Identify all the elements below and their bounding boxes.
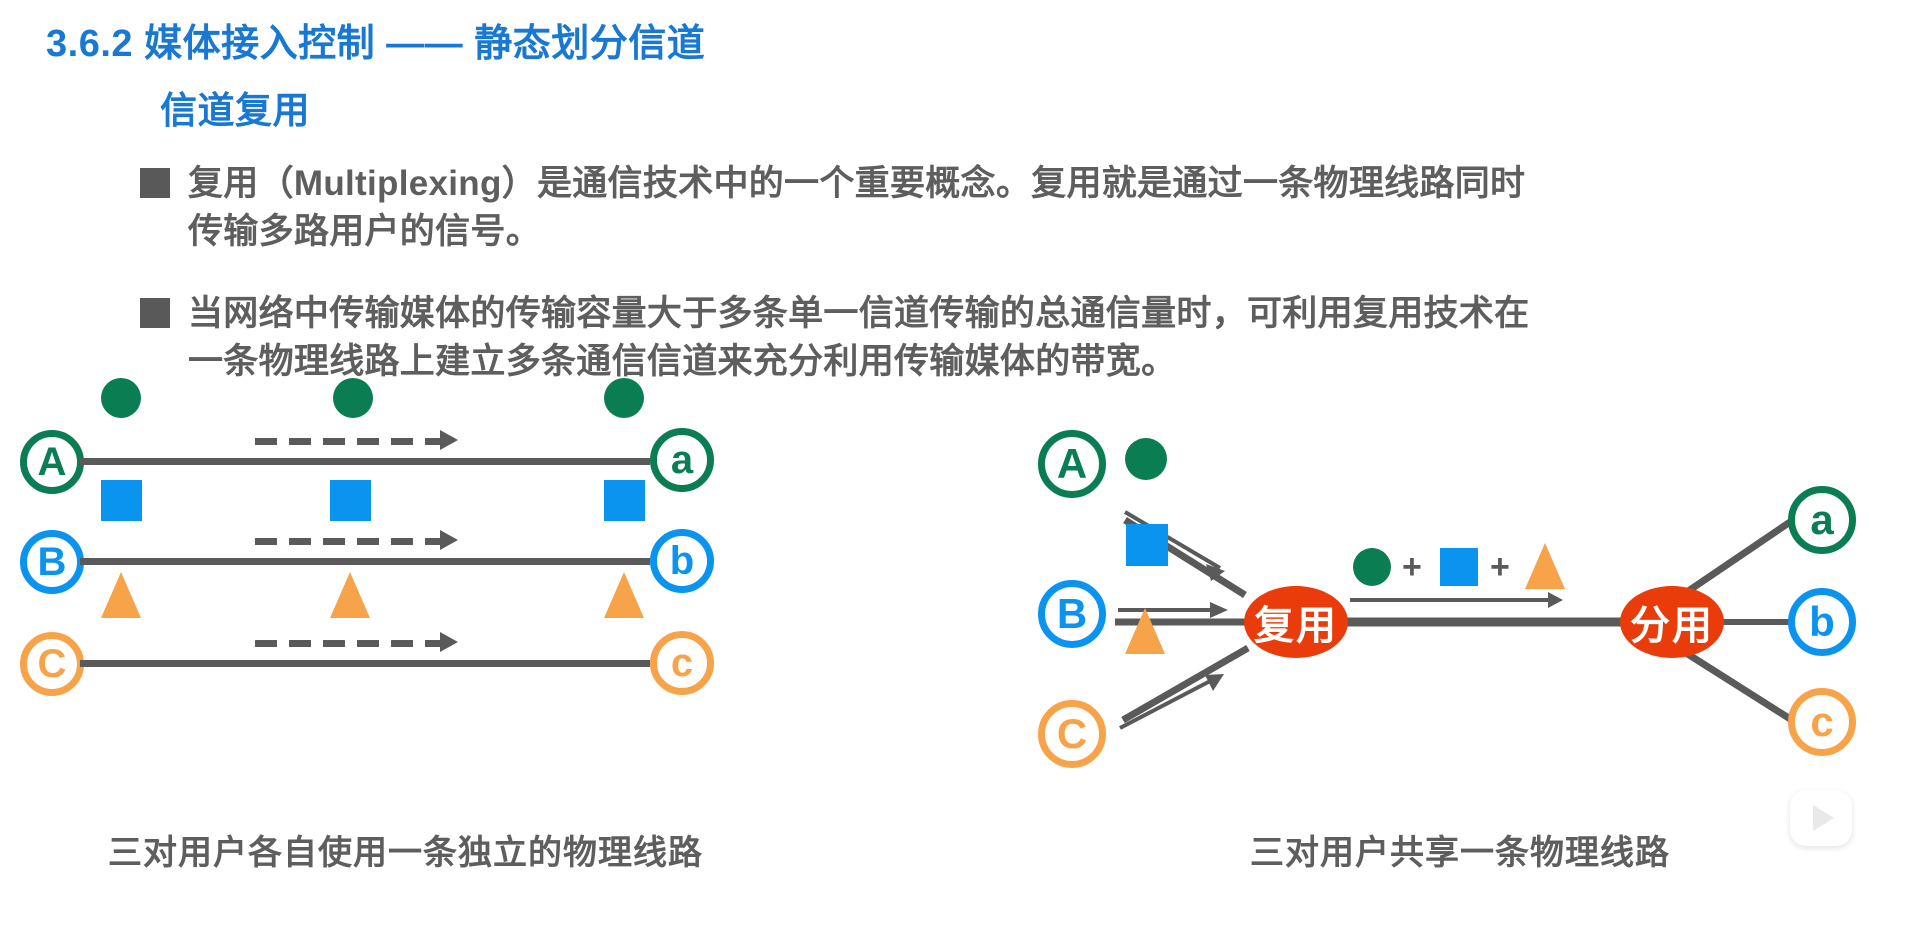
symbol-square-B-2 [330, 480, 371, 521]
plus-sign-2: + [1490, 548, 1510, 586]
symbol-triangle-C-1 [101, 572, 141, 618]
right-diagram-shared-line: A B C 复用 + + 分用 a b c [1020, 430, 1900, 780]
bullet-item-1: 复用（Multiplexing）是通信技术中的一个重要概念。复用就是通过一条物理… [140, 160, 1550, 257]
square-bullet-icon [140, 168, 170, 198]
bullet-text-2: 当网络中传输媒体的传输容量大于多条单一信道传输的总通信量时，可利用复用技术在一条… [188, 294, 1530, 382]
symbol-triangle-C-3 [604, 572, 644, 618]
node-target-b: b [1788, 588, 1856, 656]
node-source-A: A [1038, 430, 1106, 498]
symbol-triangle-combined [1525, 543, 1565, 589]
node-label: a [1810, 496, 1834, 543]
dashed-signal-row-B [255, 538, 440, 545]
right-diagram-caption: 三对用户共享一条物理线路 [1250, 834, 1670, 872]
dashed-signal-row-A [255, 438, 440, 445]
slide-title: 3.6.2 媒体接入控制 —— 静态划分信道 [46, 23, 706, 65]
node-source-B: B [1038, 580, 1106, 648]
symbol-circle-A-3 [604, 378, 644, 418]
node-source-C: C [1038, 700, 1106, 768]
plus-sign-1: + [1402, 548, 1422, 586]
mux-label: 复用 [1254, 604, 1338, 648]
node-target-c: c [650, 631, 714, 695]
left-diagram-caption: 三对用户各自使用一条独立的物理线路 [108, 834, 703, 872]
symbol-triangle-C-2 [330, 572, 370, 618]
node-label: c [1810, 698, 1834, 745]
combined-flow-arrowhead [1548, 592, 1563, 608]
node-source-C: C [20, 632, 84, 696]
symbol-square-combined [1440, 548, 1478, 586]
node-label: B [37, 539, 67, 584]
node-source-A: A [20, 430, 84, 494]
node-label: c [670, 640, 694, 685]
node-label: B [1056, 590, 1088, 637]
symbol-circle-A-1 [101, 378, 141, 418]
node-target-b: b [650, 529, 714, 593]
play-button-watermark [1790, 790, 1852, 846]
symbol-triangle-C [1125, 608, 1165, 654]
symbol-square-B [1126, 524, 1168, 566]
node-label: A [37, 439, 67, 484]
symbol-square-B-3 [604, 480, 645, 521]
arrowhead-row-A [440, 430, 458, 450]
node-label: A [1056, 440, 1088, 487]
combined-flow-line [1350, 598, 1550, 602]
arrowhead-row-B [440, 530, 458, 550]
node-label: a [670, 437, 694, 482]
node-label: b [1809, 598, 1835, 645]
symbol-circle-A-2 [333, 378, 373, 418]
demux-node: 分用 [1620, 586, 1724, 658]
node-label: b [669, 538, 695, 583]
node-target-a: a [1788, 486, 1856, 554]
bullet-item-2: 当网络中传输媒体的传输容量大于多条单一信道传输的总通信量时，可利用复用技术在一条… [140, 290, 1540, 387]
symbol-square-B-1 [101, 480, 142, 521]
demux-label: 分用 [1630, 604, 1714, 648]
symbol-circle-combined [1353, 548, 1391, 586]
slide-subtitle: 信道复用 [160, 90, 310, 131]
dashed-signal-row-C [255, 640, 440, 647]
square-bullet-icon [140, 298, 170, 328]
play-button-icon [1813, 805, 1834, 831]
mux-node: 复用 [1244, 586, 1348, 658]
wire-row-A [80, 458, 650, 465]
node-target-a: a [650, 428, 714, 492]
node-source-B: B [20, 530, 84, 594]
left-diagram-independent-lines: A a B b C c [0, 378, 900, 780]
wire-row-B [80, 558, 650, 565]
wire-row-C [80, 660, 650, 667]
bullet-text-1: 复用（Multiplexing）是通信技术中的一个重要概念。复用就是通过一条物理… [188, 164, 1526, 252]
node-label: C [1056, 710, 1088, 757]
node-target-c: c [1788, 688, 1856, 756]
symbol-circle-A [1125, 438, 1167, 480]
arrowhead-row-C [440, 632, 458, 652]
node-label: C [37, 641, 67, 686]
